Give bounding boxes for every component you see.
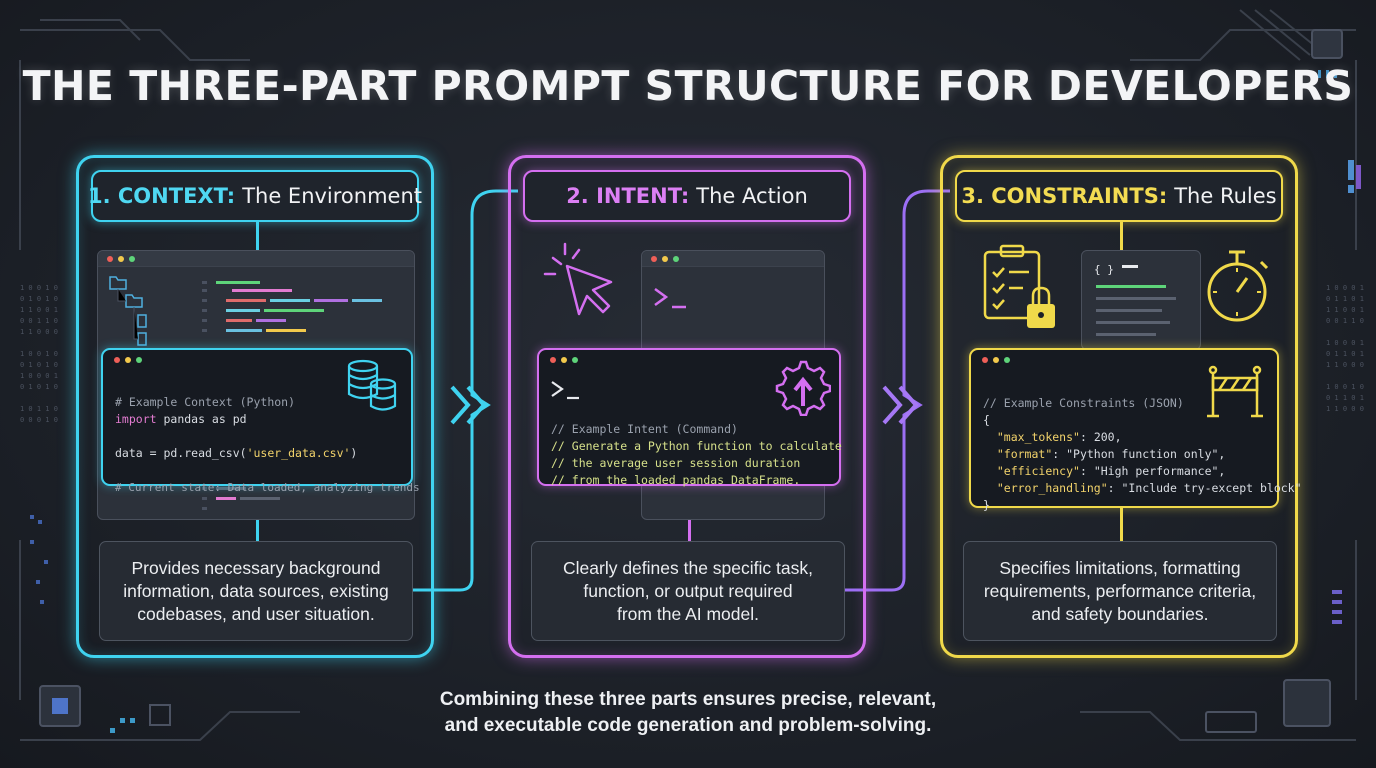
constraints-heading: The Rules bbox=[1174, 184, 1277, 208]
barrier-icon bbox=[1207, 365, 1263, 418]
context-number: 1. CONTEXT: bbox=[88, 184, 236, 208]
database-icon bbox=[347, 359, 397, 411]
context-description: Provides necessary background informatio… bbox=[99, 541, 413, 641]
binary-decoration-right: 1 0 0 0 1 0 1 1 0 1 1 1 0 0 1 0 0 1 1 0 … bbox=[1326, 284, 1364, 413]
intent-heading: The Action bbox=[696, 184, 808, 208]
intent-panel: 2. INTENT: The Action // Example Intent … bbox=[508, 155, 866, 658]
context-heading: The Environment bbox=[242, 184, 423, 208]
intent-header: 2. INTENT: The Action bbox=[523, 170, 851, 222]
context-header: 1. CONTEXT: The Environment bbox=[88, 170, 423, 222]
intent-number: 2. INTENT: bbox=[566, 184, 690, 208]
code-comment: // Example Constraints (JSON) bbox=[983, 396, 1184, 410]
editor-lines-bottom bbox=[202, 487, 280, 510]
file-tree-icon bbox=[109, 276, 382, 346]
constraints-editor-window: { } bbox=[1081, 250, 1201, 350]
braces-code-icon: { } bbox=[1094, 263, 1176, 336]
gear-arrow-icon bbox=[775, 360, 831, 416]
connector-1-2 bbox=[412, 189, 518, 592]
code-comment: # Example Context (Python) bbox=[115, 395, 296, 409]
intent-code-window: // Example Intent (Command) // Generate … bbox=[537, 348, 842, 487]
footer-summary: Combining these three parts ensures prec… bbox=[439, 689, 937, 736]
context-code-window: # Example Context (Python) import pandas… bbox=[101, 348, 420, 494]
stopwatch-icon bbox=[1207, 250, 1269, 322]
checklist-lock-icon bbox=[983, 244, 1055, 328]
page-title: THE THREE-PART PROMPT STRUCTURE FOR DEVE… bbox=[22, 62, 1354, 110]
constraints-number: 3. CONSTRAINTS: bbox=[961, 184, 1168, 208]
svg-text:{ }: { } bbox=[1094, 263, 1114, 276]
terminal-prompt-icon bbox=[654, 287, 686, 309]
context-panel: 1. CONTEXT: The Environment bbox=[76, 155, 434, 658]
constraints-panel: 3. CONSTRAINTS: The Rules { } bbox=[940, 155, 1302, 658]
prompt-icon bbox=[551, 381, 579, 400]
binary-decoration-left: 1 0 0 1 0 0 1 0 1 0 1 1 0 0 1 0 0 1 1 0 … bbox=[20, 284, 58, 424]
cursor-click-icon bbox=[543, 242, 613, 316]
constraints-code-window: // Example Constraints (JSON) { "max_tok… bbox=[969, 348, 1302, 512]
constraints-header: 3. CONSTRAINTS: The Rules bbox=[955, 170, 1283, 222]
code-comment: // Example Intent (Command) bbox=[551, 422, 738, 436]
connector-2-3 bbox=[844, 189, 950, 592]
constraints-description: Specifies limitations, formatting requir… bbox=[963, 541, 1277, 641]
intent-description: Clearly defines the specific task, funct… bbox=[531, 541, 845, 641]
